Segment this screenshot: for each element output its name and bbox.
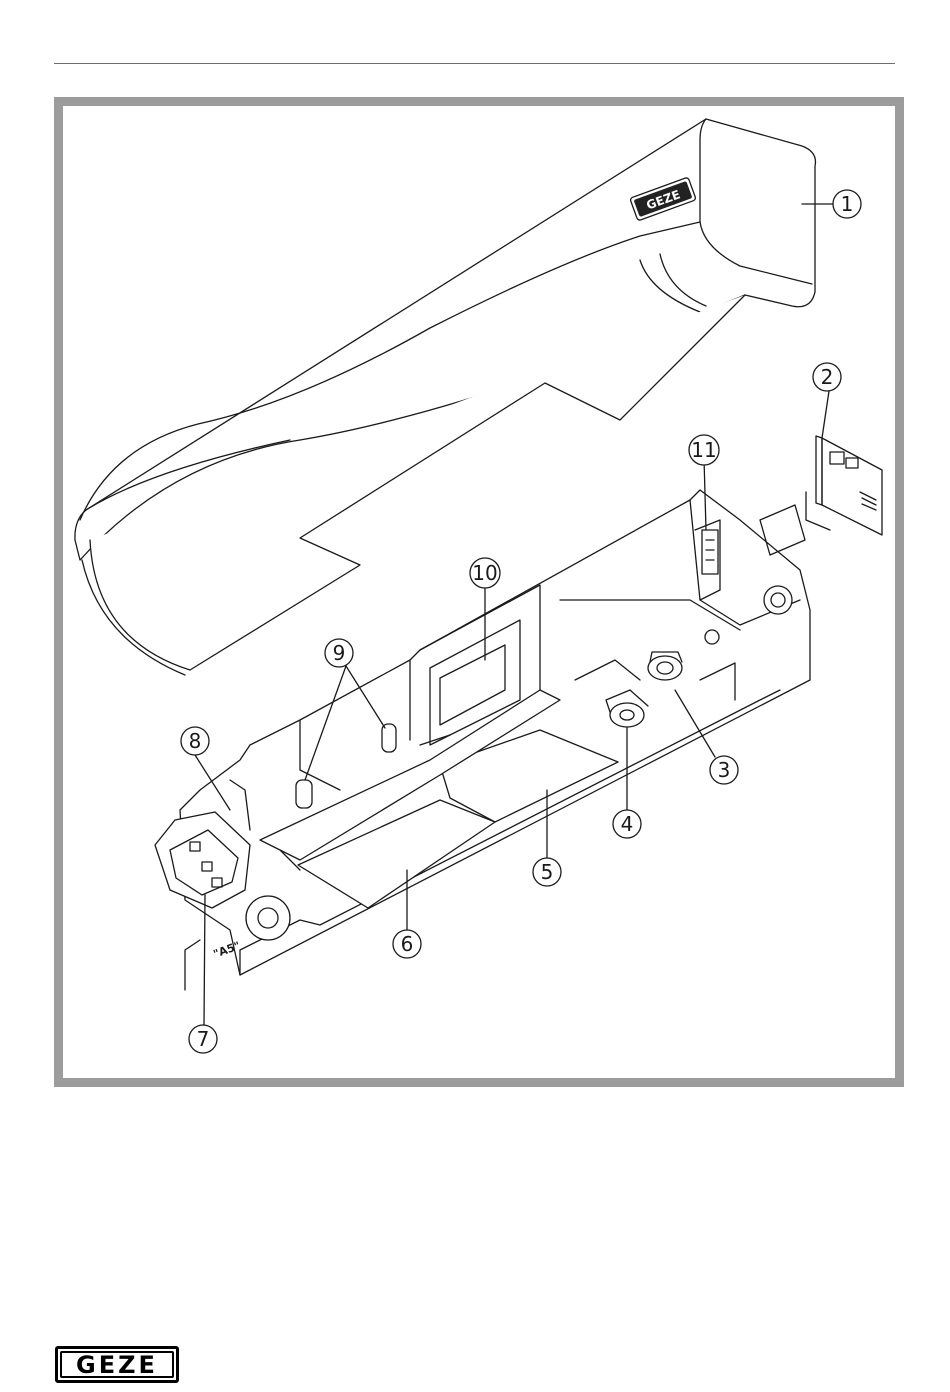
- svg-text:11: 11: [691, 438, 716, 462]
- callout-7: 7: [189, 1025, 217, 1053]
- header-rule: [54, 63, 895, 64]
- footer-brand-logo: GEZE: [55, 1346, 179, 1383]
- exploded-view-illustration: GEZE: [63, 106, 895, 1078]
- callout-1: 1: [833, 190, 861, 218]
- callout-10: 10: [470, 558, 500, 588]
- callout-11: 11: [689, 435, 719, 465]
- svg-text:5: 5: [541, 860, 554, 884]
- footer-logo-text: GEZE: [76, 1353, 158, 1377]
- callout-3: 3: [710, 756, 738, 784]
- svg-text:7: 7: [197, 1027, 210, 1051]
- svg-text:1: 1: [841, 192, 854, 216]
- svg-text:6: 6: [401, 932, 414, 956]
- callout-9: 9: [325, 639, 353, 667]
- callout-2: 2: [813, 363, 841, 391]
- svg-text:10: 10: [472, 561, 497, 585]
- callout-6: 6: [393, 930, 421, 958]
- figure-frame: GEZE: [54, 97, 904, 1087]
- svg-text:3: 3: [718, 758, 731, 782]
- svg-text:8: 8: [189, 729, 202, 753]
- circuit-board: [806, 436, 882, 535]
- svg-text:4: 4: [621, 812, 634, 836]
- callout-5: 5: [533, 858, 561, 886]
- callout-4: 4: [613, 810, 641, 838]
- svg-text:2: 2: [821, 365, 834, 389]
- connector-block: [702, 530, 718, 574]
- footer-logo-inner-frame: GEZE: [60, 1351, 174, 1378]
- callout-8: 8: [181, 727, 209, 755]
- svg-text:9: 9: [333, 641, 346, 665]
